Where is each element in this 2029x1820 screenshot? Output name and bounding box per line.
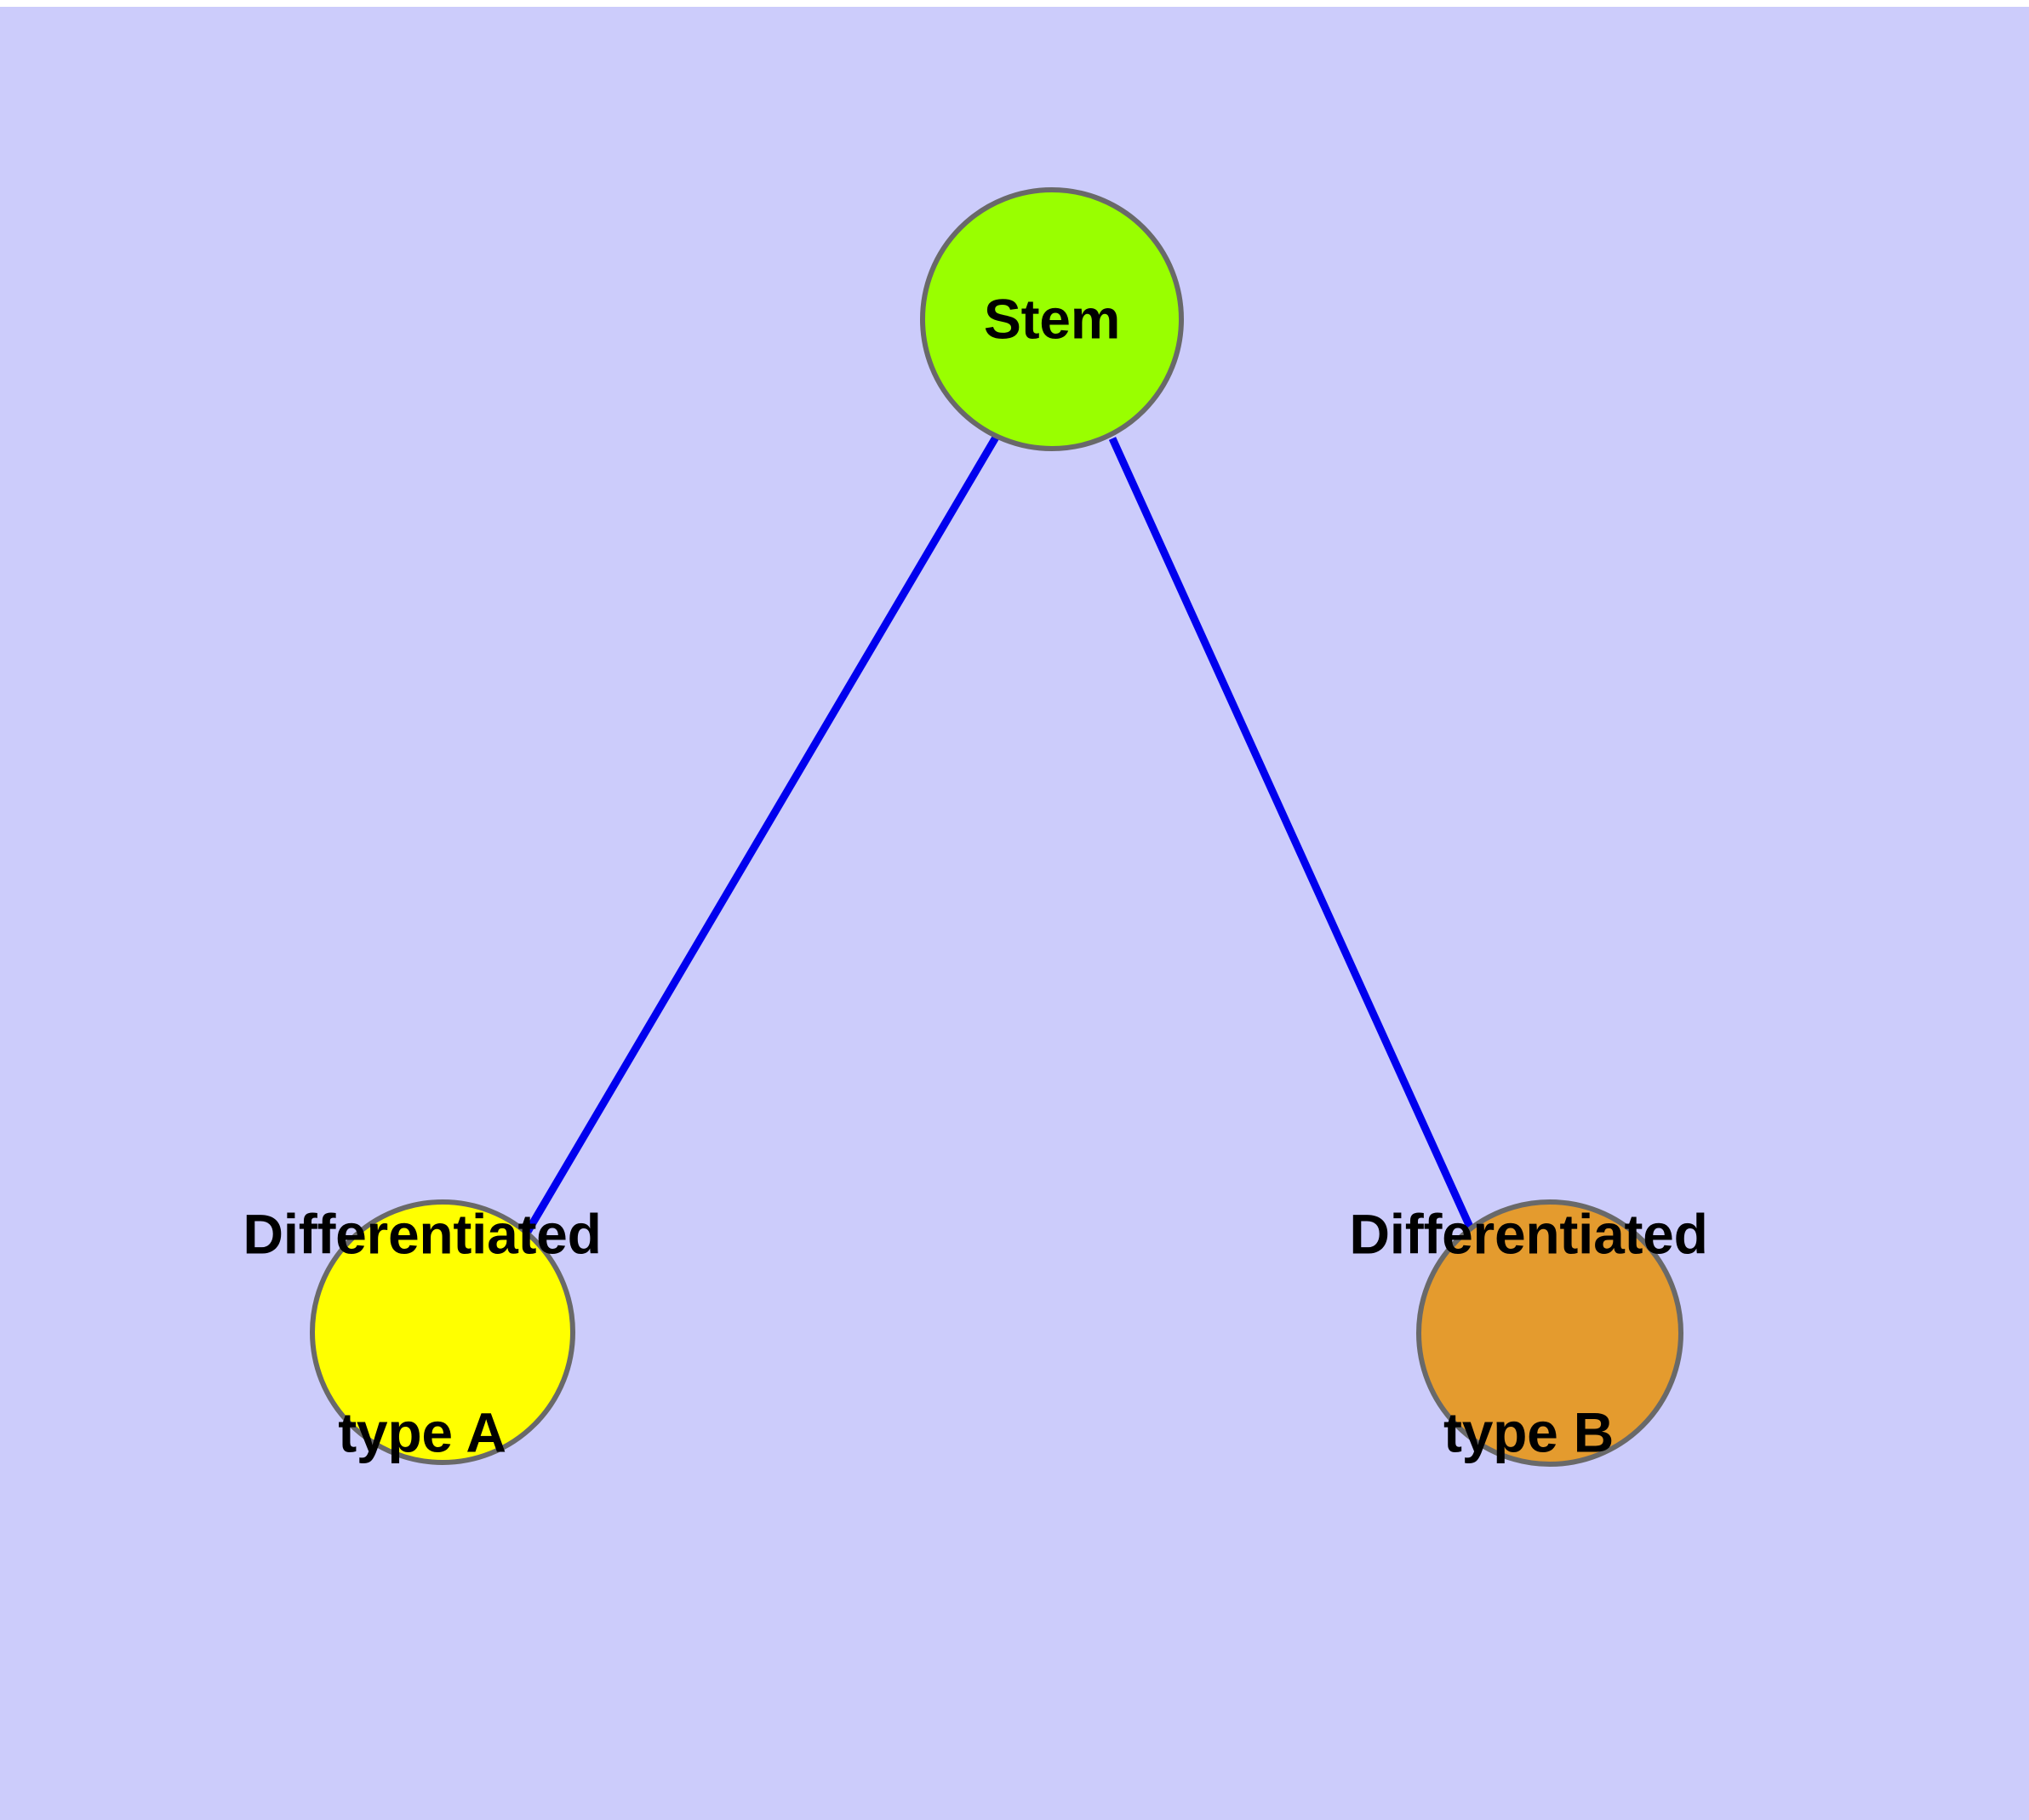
node-diff-b[interactable]: [1416, 1199, 1683, 1467]
edge-layer: [522, 433, 1477, 1239]
node-layer: [310, 187, 1683, 1467]
edge-stem-to-diff-a: [522, 433, 1000, 1239]
edge-stem-to-diff-b: [1108, 437, 1477, 1236]
node-diff-a[interactable]: [310, 1199, 575, 1465]
node-stem[interactable]: [920, 187, 1184, 451]
